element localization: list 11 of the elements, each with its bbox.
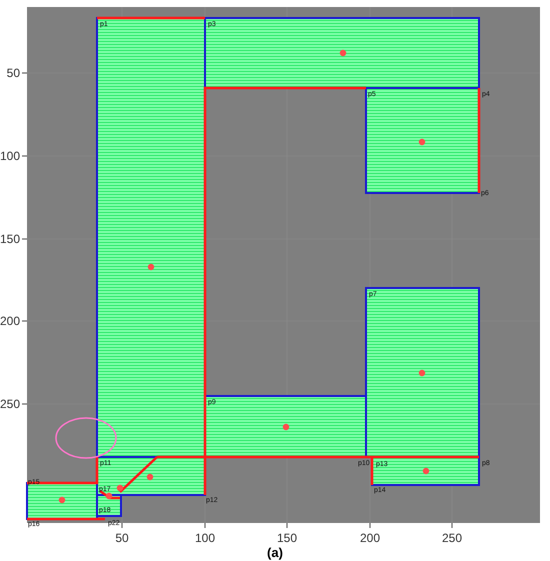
axis-tick-label: 250 [442, 532, 462, 544]
caption: (a) [267, 546, 283, 559]
axis-tick-label: 100 [0, 150, 20, 162]
axis-tick-label: 200 [0, 315, 20, 327]
axis-tick-label: 200 [360, 532, 380, 544]
axis-tick-label: 50 [115, 532, 129, 544]
axis-tick-label: 100 [194, 532, 216, 544]
axis-tick-label: 150 [276, 532, 298, 544]
axis-tick-label: 150 [0, 233, 20, 245]
axis-tick-label: 50 [6, 67, 20, 79]
axis-tick-label: 250 [0, 398, 20, 410]
